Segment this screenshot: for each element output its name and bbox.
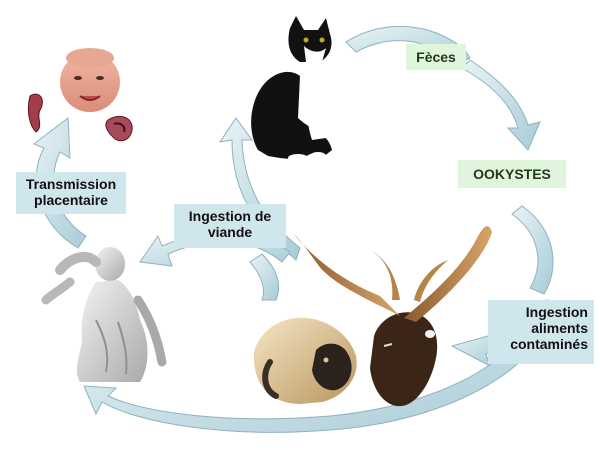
ingestion-viande-label: Ingestion de viande xyxy=(174,204,286,248)
ingestion-aliments-line-1: Ingestion xyxy=(525,304,588,320)
statue-photo xyxy=(41,247,167,382)
ingestion-aliments-line-3: contaminés xyxy=(510,336,588,353)
ingestion-aliments-label: Ingestion aliments contaminés xyxy=(488,300,594,364)
ookystes-label: OOKYSTES xyxy=(458,160,566,188)
arrow-human-to-baby xyxy=(32,117,87,249)
sheep-photo xyxy=(253,317,357,404)
feces-label: Fèces xyxy=(406,44,466,70)
goat-photo xyxy=(294,226,492,407)
ingestion-viande-line-1: Ingestion de xyxy=(188,208,272,224)
ingestion-viande-line-2: viande xyxy=(207,224,253,241)
arrow-big-bottom-to-human xyxy=(83,299,550,433)
transmission-placentaire-label: Transmission placentaire xyxy=(16,172,126,214)
arrow-feces-to-ookystes xyxy=(461,59,541,151)
baby-photo xyxy=(60,48,120,112)
cat-photo xyxy=(251,16,332,162)
transmission-line-1: Transmission xyxy=(25,176,117,192)
embryo-illustration xyxy=(27,93,133,142)
transmission-line-2: placentaire xyxy=(34,192,108,209)
ingestion-aliments-line-2: aliments xyxy=(531,320,588,337)
